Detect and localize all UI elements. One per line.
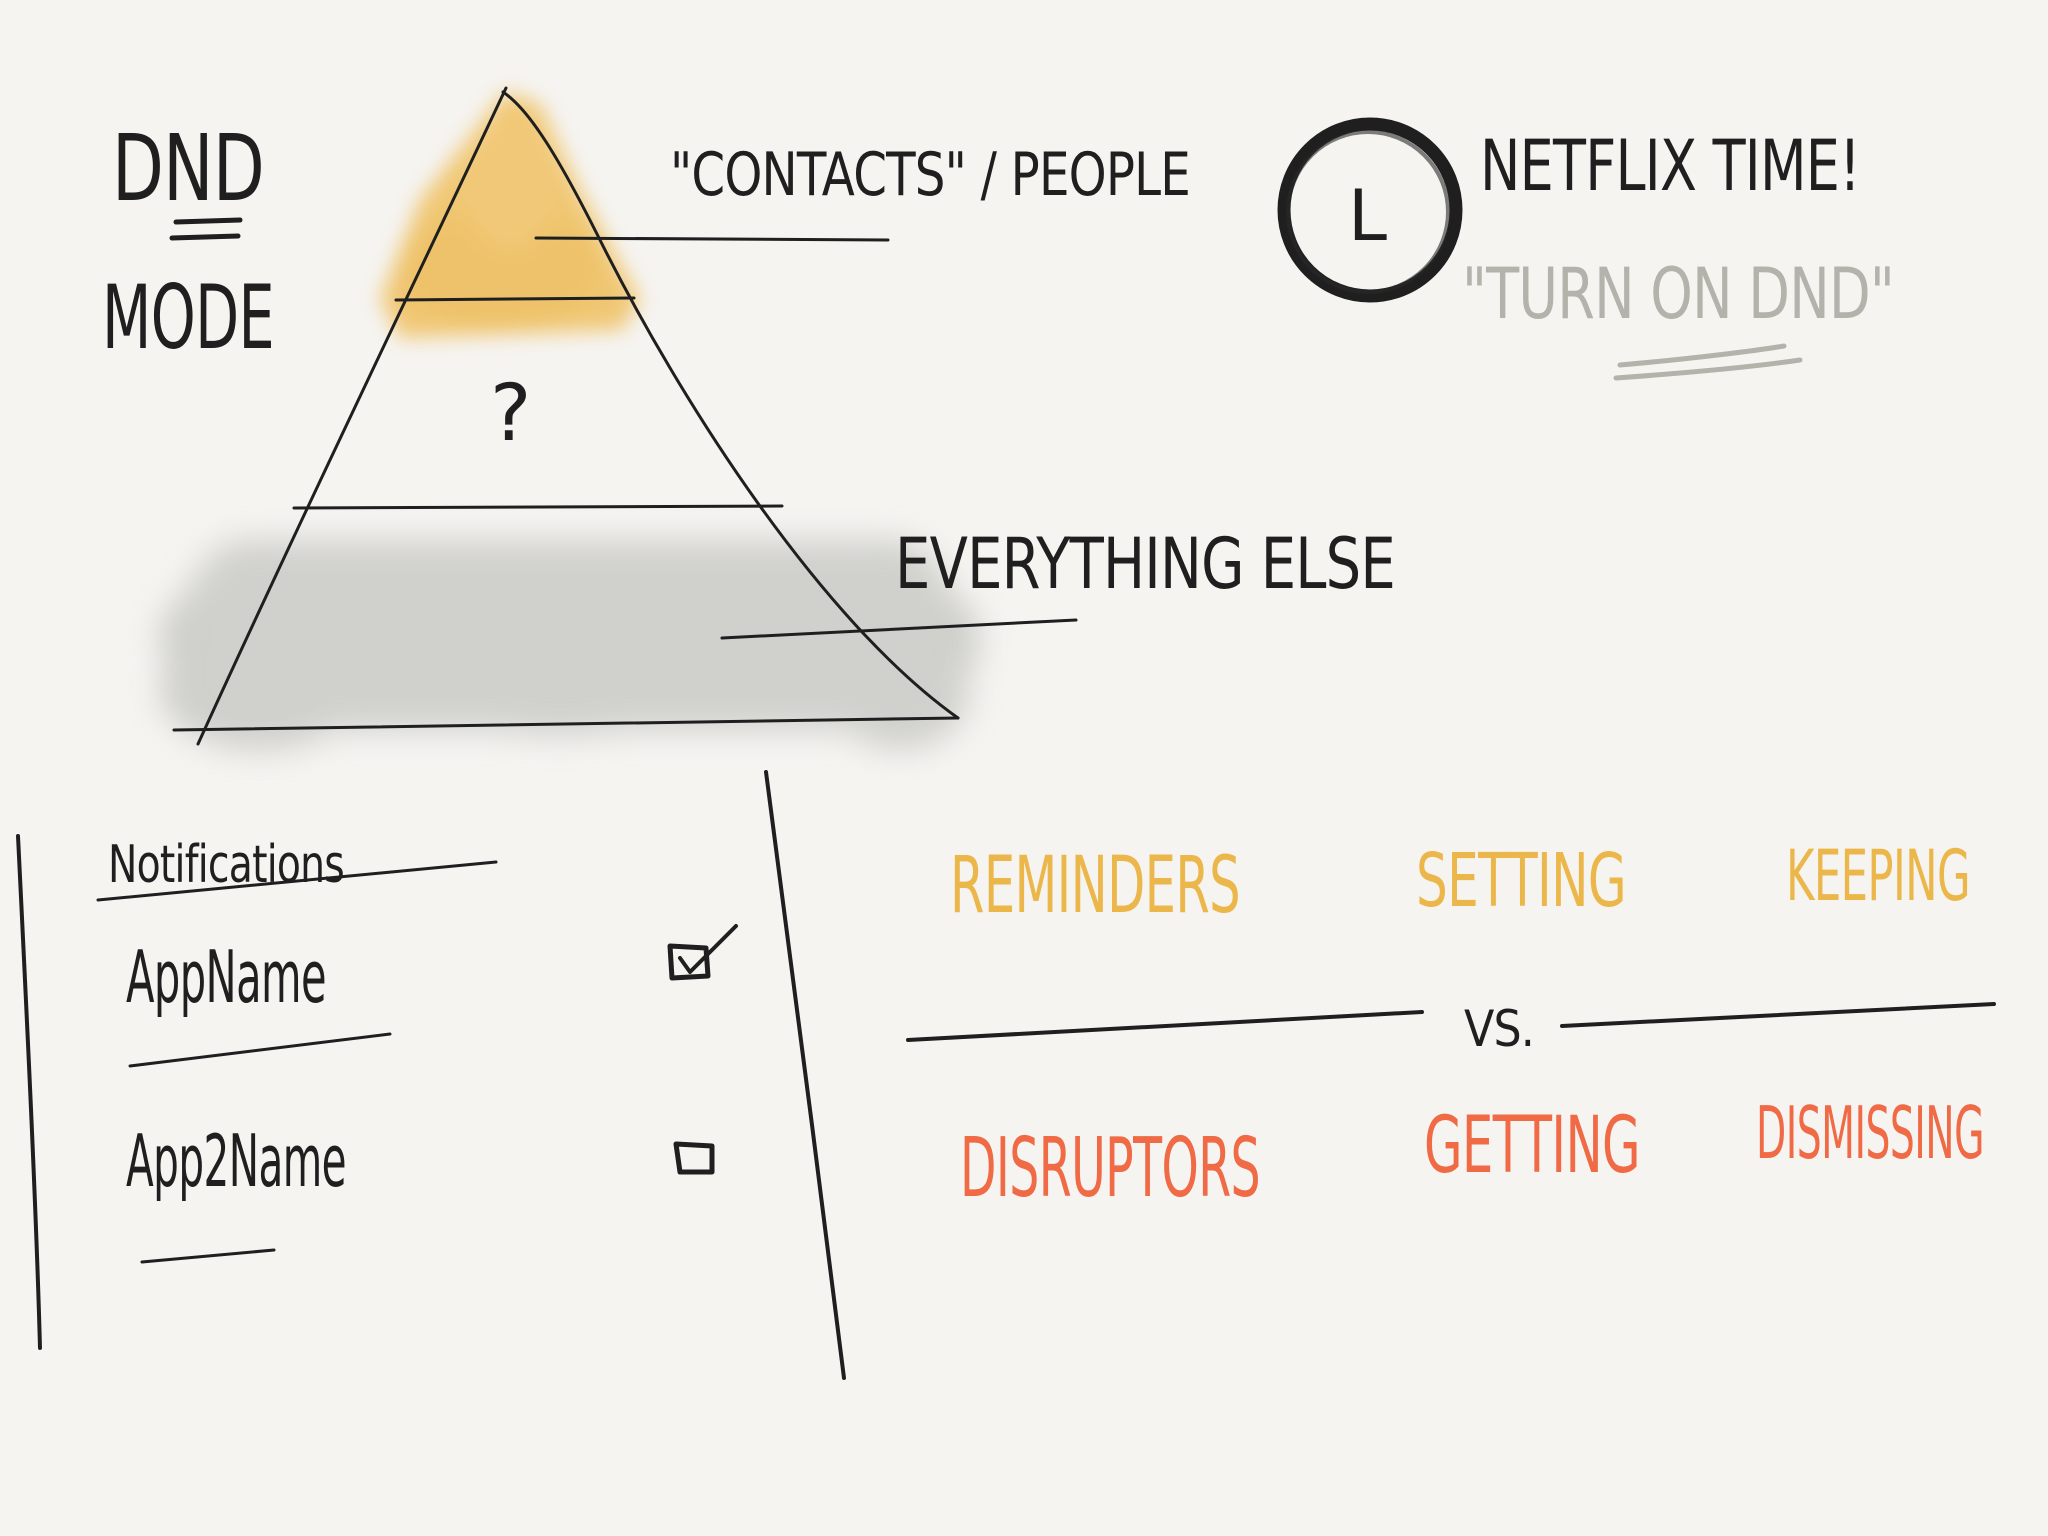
app-name-2: App2Name — [126, 1119, 346, 1203]
panel-left-border — [16, 834, 42, 1350]
top-word-2: SETTING — [1416, 838, 1626, 924]
tier-divider-bottom — [292, 504, 784, 510]
title-dnd: DND — [112, 115, 264, 222]
bottom-tier-wash — [160, 540, 980, 750]
equals-sign — [169, 217, 243, 241]
top-tier-label: "CONTACTS" / PEOPLE — [670, 140, 1190, 210]
title-mode: MODE — [102, 266, 274, 369]
checkbox-unchecked-2[interactable] — [673, 1141, 715, 1175]
pyramid-base — [172, 716, 960, 732]
middle-tier-label: ? — [490, 369, 530, 459]
quote-underline — [1613, 343, 1803, 381]
comparison-section: REMINDERS SETTING KEEPING VS. DISRUPTORS… — [906, 835, 1996, 1216]
divider-left — [906, 1010, 1424, 1042]
leader-line-top — [534, 236, 890, 242]
checkbox-checked-1[interactable] — [667, 924, 738, 981]
bottom-word-3: DISMISSING — [1756, 1091, 1984, 1175]
app-underline-1 — [128, 1032, 392, 1068]
bottom-word-1: DISRUPTORS — [960, 1121, 1260, 1216]
leader-line-bottom — [720, 618, 1078, 640]
clock-letter: L — [1348, 175, 1387, 257]
clock-icon — [1277, 117, 1463, 303]
bottom-word-2: GETTING — [1424, 1101, 1640, 1191]
notifications-heading: Notifications — [108, 835, 344, 895]
app-underline-2 — [140, 1248, 276, 1264]
top-word-3: KEEPING — [1786, 835, 1970, 917]
netflix-scenario: L NETFLIX TIME! "TURN ON DND" — [1277, 117, 1895, 381]
heading-underline — [96, 860, 498, 902]
priority-pyramid: ? "CONTACTS" / PEOPLE EVERYTHING ELSE — [160, 86, 1396, 750]
panel-right-border — [764, 770, 846, 1380]
netflix-quote: "TURN ON DND" — [1462, 253, 1894, 335]
check-mark-icon — [678, 924, 738, 974]
divider-right — [1560, 1002, 1996, 1028]
bottom-tier-label: EVERYTHING ELSE — [895, 523, 1395, 605]
top-word-1: REMINDERS — [950, 841, 1240, 931]
notifications-panel: Notifications AppName App2Name — [16, 770, 846, 1380]
tier-divider-top — [394, 296, 636, 302]
app-name-1: AppName — [126, 935, 326, 1019]
pyramid-outline — [196, 86, 960, 746]
title-block: DND MODE — [102, 115, 275, 369]
netflix-label: NETFLIX TIME! — [1480, 125, 1860, 207]
divider-vs: VS. — [1464, 1000, 1534, 1058]
